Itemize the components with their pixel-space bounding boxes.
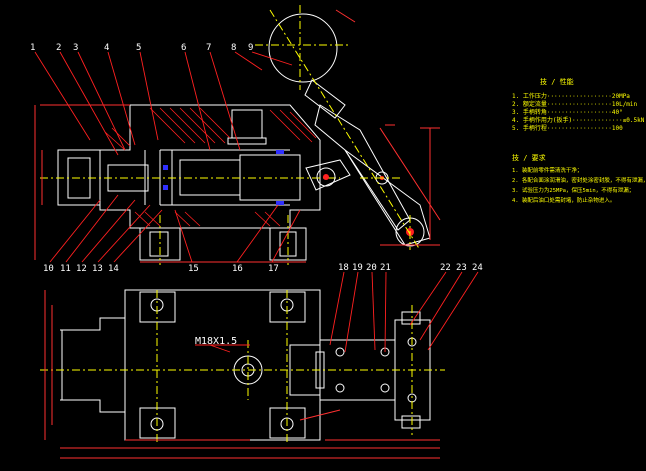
spec-line: 3. 手柄转角··················40° bbox=[512, 108, 623, 116]
elevation-dimensions bbox=[34, 104, 440, 263]
balloon: 3 bbox=[73, 43, 78, 53]
balloon: 11 bbox=[60, 264, 71, 274]
req-title: 技 / 要求 bbox=[512, 153, 546, 162]
balloon: 21 bbox=[380, 263, 391, 273]
req-line: 1. 装配前零件需清洗干净； bbox=[512, 166, 582, 174]
spec-line: 2. 额定流量··················10L/min bbox=[512, 100, 638, 108]
balloon: 14 bbox=[108, 264, 119, 274]
balloon: 22 bbox=[440, 263, 451, 273]
thread-label: M18X1.5 bbox=[195, 336, 237, 347]
balloon: 4 bbox=[104, 43, 109, 53]
balloon: 6 bbox=[181, 43, 186, 53]
req-line: 2. 各配合面涂润滑油，密封处涂密封胶，不得有泄漏，装配后手柄操作灵活； bbox=[512, 176, 646, 184]
balloon: 23 bbox=[456, 263, 467, 273]
spec-line: 4. 手柄作用力(扳手)··············≤0.5kN bbox=[512, 116, 645, 124]
balloon: 19 bbox=[352, 263, 363, 273]
requirements-block: 技 / 要求 1. 装配前零件需清洗干净； 2. 各配合面涂润滑油，密封处涂密封… bbox=[512, 153, 646, 204]
balloons-plan: 18 19 20 21 22 23 24 bbox=[338, 263, 483, 273]
balloon: 15 bbox=[188, 264, 199, 274]
balloon: 12 bbox=[76, 264, 87, 274]
balloon: 17 bbox=[268, 264, 279, 274]
handle-assembly bbox=[255, 5, 441, 251]
spec-line: 5. 手柄行程··················100 bbox=[512, 124, 623, 132]
balloon: 24 bbox=[472, 263, 483, 273]
balloon: 5 bbox=[136, 43, 141, 53]
balloon: 20 bbox=[366, 263, 377, 273]
spec-block: 技 / 性能 1. 工作压力··················20MPa 2.… bbox=[512, 77, 645, 132]
spec-title: 技 / 性能 bbox=[540, 77, 574, 86]
balloon: 9 bbox=[248, 43, 253, 53]
balloon: 2 bbox=[56, 43, 61, 53]
balloon: 1 bbox=[30, 43, 35, 53]
balloons-bottom: 10 11 12 13 14 15 16 17 bbox=[43, 264, 279, 274]
balloons-top: 1 2 3 4 5 6 7 8 9 bbox=[30, 43, 253, 53]
balloon: 18 bbox=[338, 263, 349, 273]
balloon: 13 bbox=[92, 264, 103, 274]
elevation-view bbox=[40, 104, 351, 265]
spec-line: 1. 工作压力··················20MPa bbox=[512, 92, 630, 100]
balloon: 8 bbox=[231, 43, 236, 53]
balloon: 16 bbox=[232, 264, 243, 274]
req-line: 4. 装配后油口处需封堵，防止杂物进入。 bbox=[512, 196, 615, 204]
req-line: 3. 试验压力为25MPa，保压5min，不得有泄漏； bbox=[512, 186, 634, 194]
plan-view bbox=[40, 289, 445, 459]
balloon: 7 bbox=[206, 43, 211, 53]
leader-lines bbox=[34, 51, 479, 353]
balloon: 10 bbox=[43, 264, 54, 274]
handle-ball bbox=[268, 13, 338, 83]
